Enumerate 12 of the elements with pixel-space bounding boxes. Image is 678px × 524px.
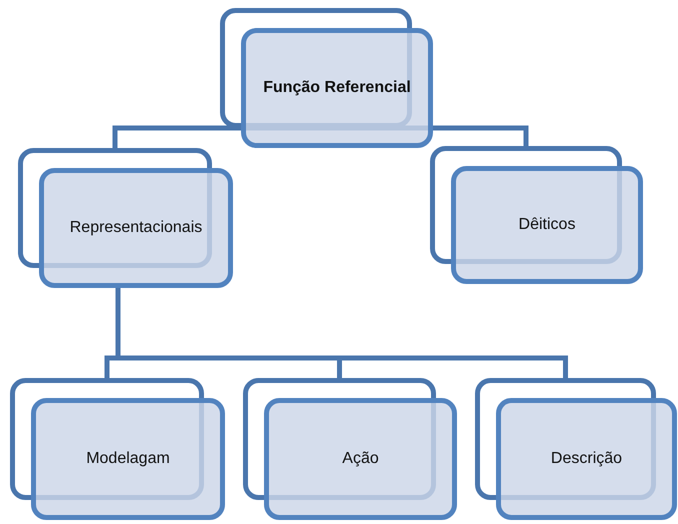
node-label: Ação	[342, 450, 379, 468]
node-label: Descrição	[550, 450, 622, 468]
stacked-box	[10, 378, 225, 520]
stacked-box	[243, 378, 457, 520]
stacked-box	[18, 148, 233, 288]
node-label: Modelagam	[86, 450, 170, 468]
node-label: Representacionais	[70, 219, 202, 237]
node-label: Função Referencial	[263, 79, 411, 97]
stacked-box	[475, 378, 677, 520]
node-label: Dêiticos	[518, 216, 576, 234]
stacked-box	[430, 146, 643, 284]
stacked-box	[220, 8, 433, 148]
